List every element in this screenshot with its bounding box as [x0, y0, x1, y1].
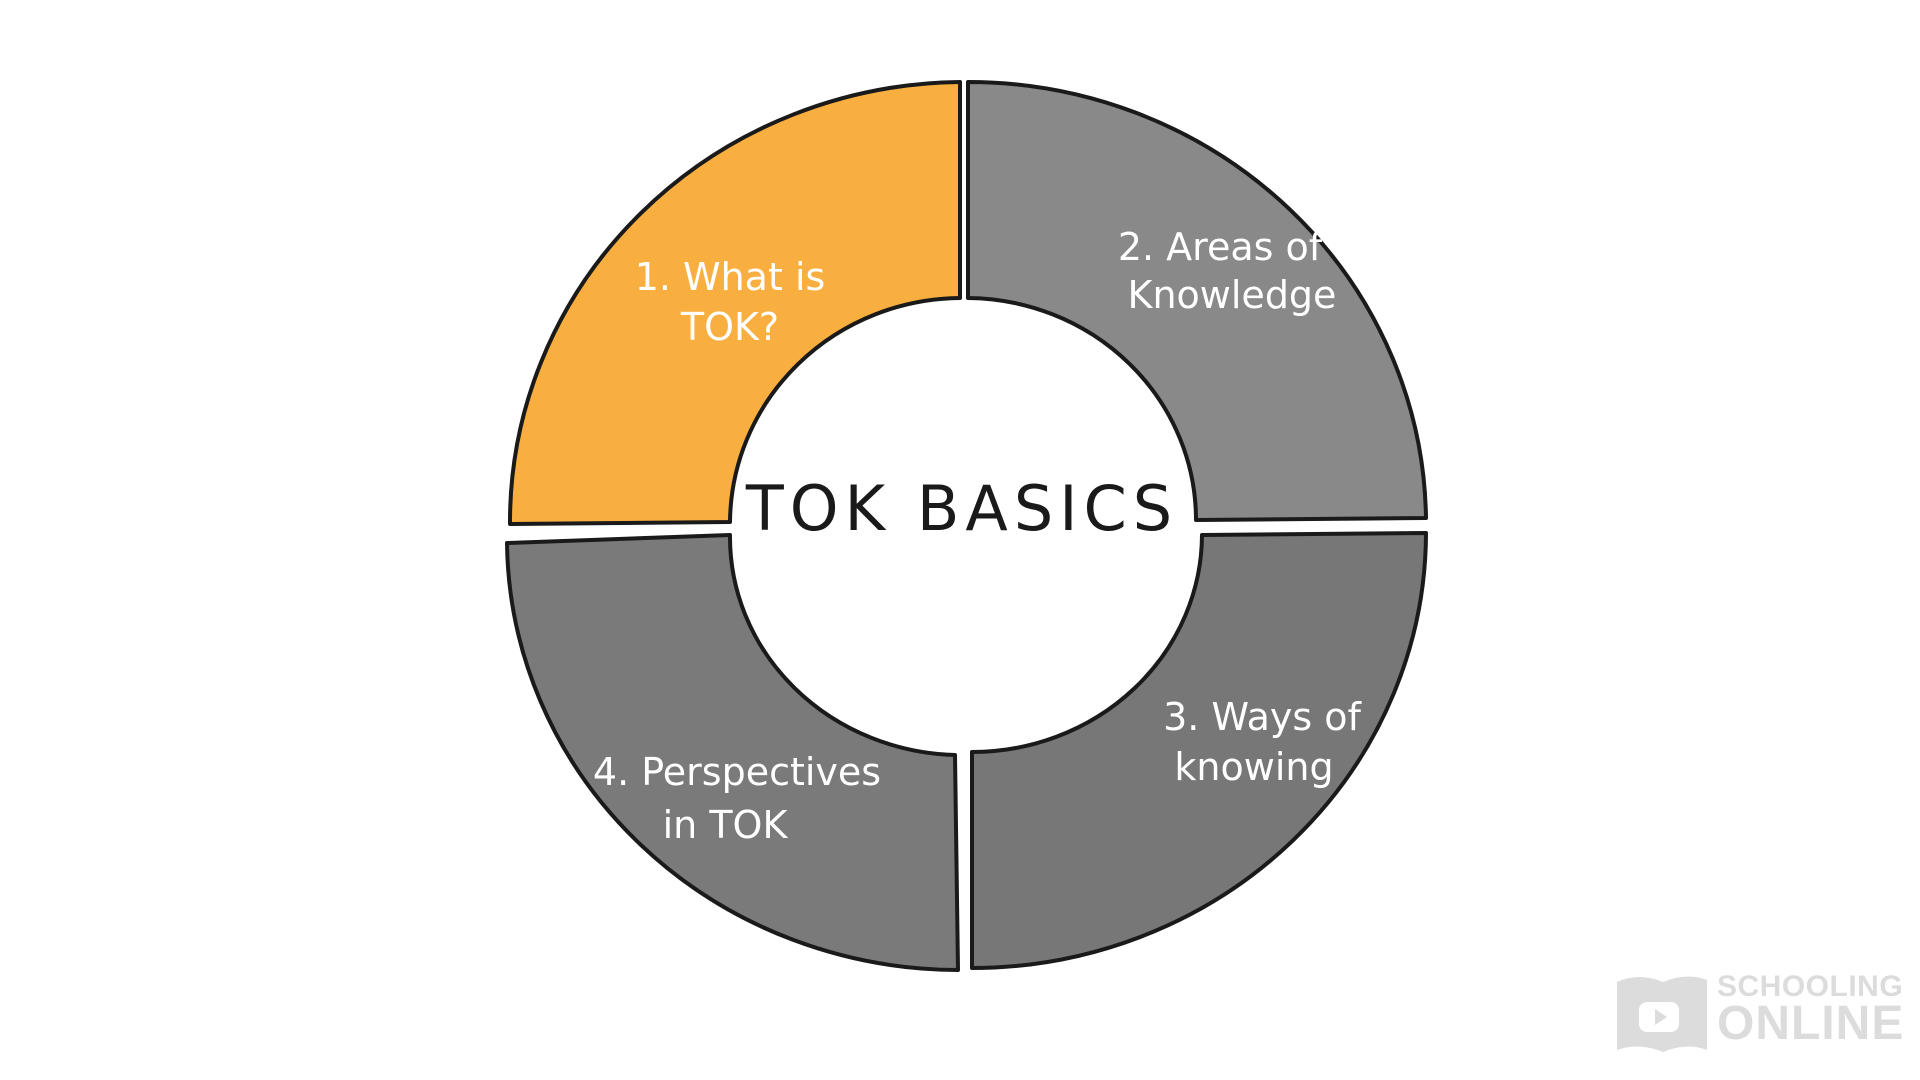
- segment-4-label-line2: in TOK: [663, 803, 789, 847]
- segment-2-shape: [966, 80, 1428, 522]
- segment-areas-of-knowledge: 2. Areas of Knowledge: [966, 80, 1428, 522]
- segment-4-shape: [505, 533, 960, 972]
- watermark-text: SCHOOLING ONLINE: [1717, 972, 1904, 1048]
- book-play-icon: [1617, 976, 1707, 1052]
- segment-3-label-line1: 3. Ways of: [1163, 695, 1362, 739]
- segment-ways-of-knowing: 3. Ways of knowing: [970, 531, 1428, 970]
- segment-2-label-line1: 2. Areas of: [1118, 225, 1324, 269]
- segment-1-label-line2: TOK?: [680, 305, 779, 349]
- segment-1-label-line1: 1. What is: [635, 255, 826, 299]
- segment-1-shape: [507, 80, 962, 526]
- segment-perspectives-in-tok: 4. Perspectives in TOK: [505, 533, 960, 972]
- segment-3-shape: [970, 531, 1428, 970]
- center-title: TOK BASICS: [745, 472, 1178, 545]
- segment-3-label-line2: knowing: [1174, 745, 1333, 789]
- schooling-online-watermark: SCHOOLING ONLINE: [1615, 972, 1903, 1054]
- watermark-line1: SCHOOLING: [1717, 970, 1904, 1003]
- segment-2-label-line2: Knowledge: [1128, 273, 1337, 317]
- segment-4-label-line1: 4. Perspectives: [593, 750, 881, 794]
- segment-what-is-tok: 1. What is TOK?: [507, 80, 962, 526]
- watermark-line2: ONLINE: [1717, 997, 1905, 1050]
